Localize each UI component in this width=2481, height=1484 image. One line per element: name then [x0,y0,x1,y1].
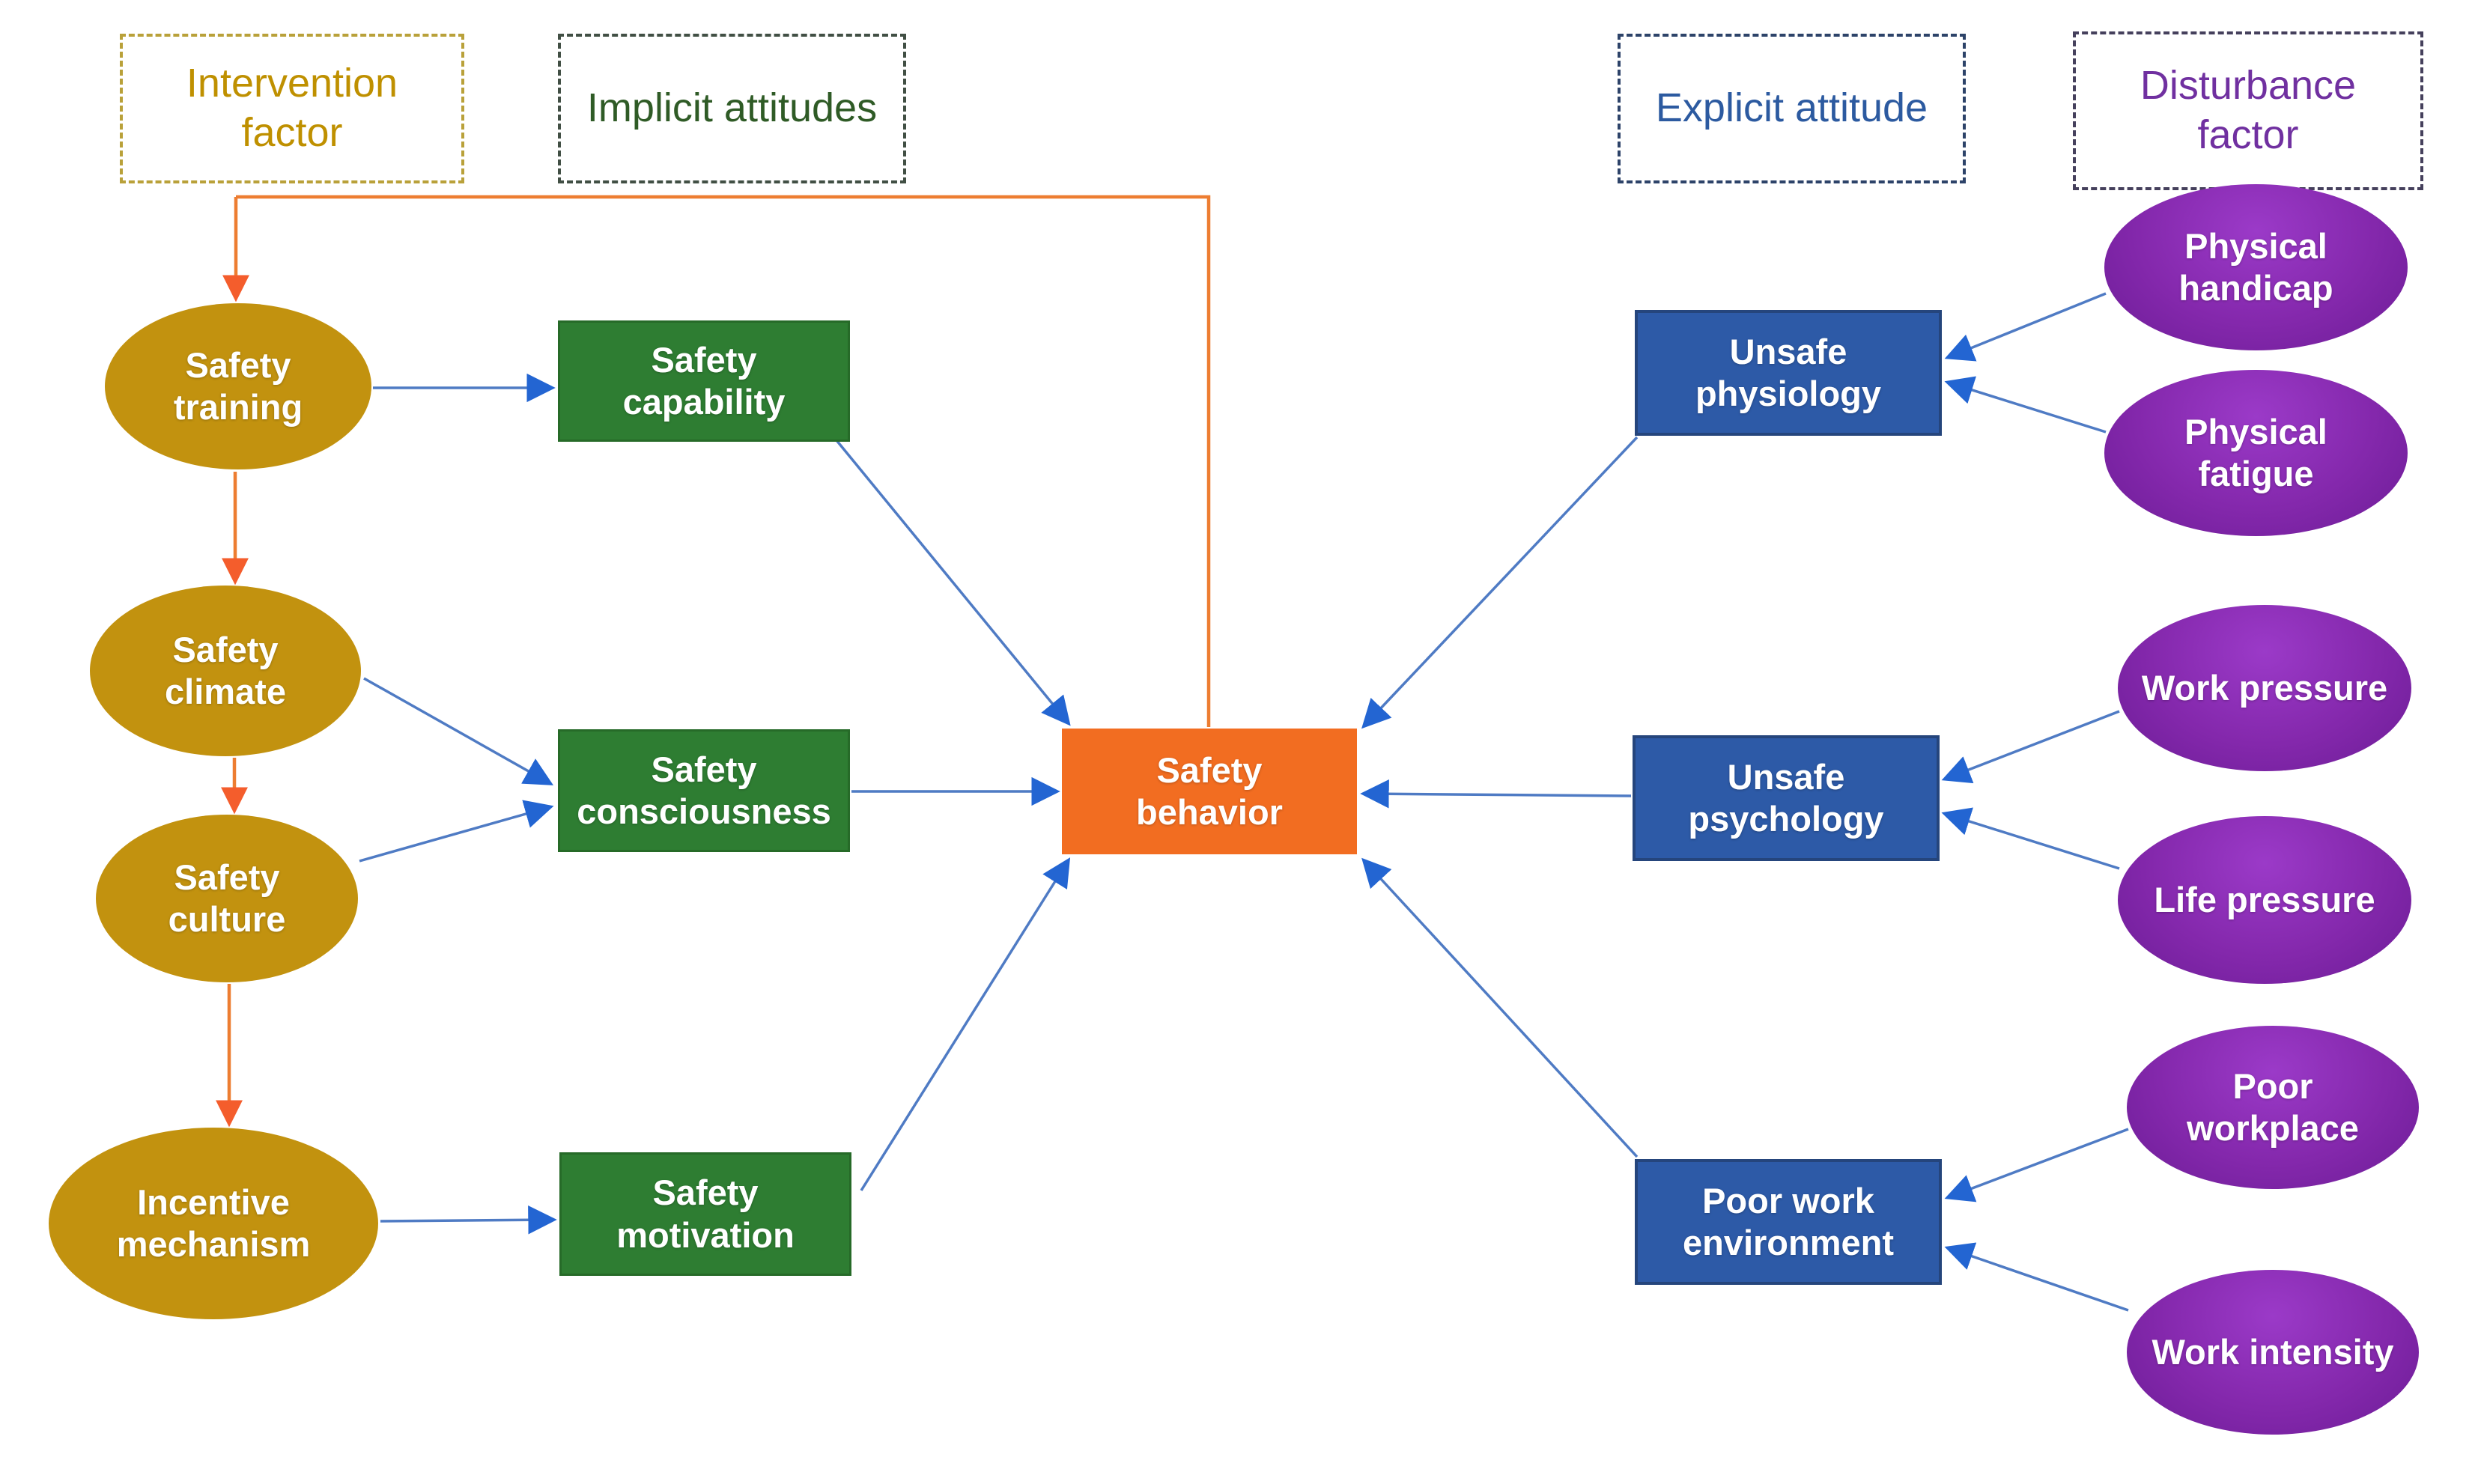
node-label: Life pressure [2154,879,2375,919]
node-safety-consciousness: Safety consciousness [558,729,850,852]
node-safety-culture: Safety culture [96,815,358,982]
node-label: Safety climate [165,629,286,711]
edge-intervention-route-to-safety-behavior [236,195,1211,727]
node-label: Poor work environment [1682,1180,1895,1262]
edge-safety-motivation-to-safety-behavior [860,857,1071,1191]
node-poor-work-environment: Poor work environment [1635,1159,1942,1285]
node-poor-workplace: Poor workplace [2127,1026,2419,1189]
node-label: Incentive mechanism [116,1182,311,1264]
node-work-intensity: Work intensity [2127,1270,2419,1435]
node-safety-training: Safety training [105,303,371,469]
node-life-pressure: Life pressure [2118,816,2411,984]
edge-poor-work-environment-to-safety-behavior [1361,857,1639,1158]
edge-work-pressure-to-unsafe-psychology [1941,710,2120,784]
header-intervention-factor: Intervention factor [120,34,464,183]
node-incentive-mechanism: Incentive mechanism [49,1128,378,1319]
edge-physical-fatigue-to-unsafe-physiology [1944,376,2107,434]
node-safety-climate: Safety climate [90,586,361,756]
edge-safety-climate-to-safety-consciousness [363,677,554,785]
edge-physical-handicap-to-unsafe-physiology [1944,292,2107,362]
node-label: Work intensity [2151,1331,2394,1372]
header-disturbance-factor: Disturbance factor [2073,31,2423,190]
node-label: Unsafe physiology [1695,331,1882,413]
node-label: Unsafe psychology [1688,756,1884,839]
node-label: Work pressure [2141,667,2388,708]
edge-work-intensity-to-poor-work-environment [1944,1242,2129,1312]
node-label: Safety motivation [616,1173,795,1255]
header-label: Intervention factor [186,61,398,155]
node-label: Safety capability [622,339,786,422]
node-label: Safety consciousness [577,749,831,831]
header-label: Disturbance factor [2140,63,2357,157]
node-safety-behavior: Safety behavior [1062,729,1357,854]
edge-incentive-mechanism-to-safety-motivation [380,1205,557,1235]
edge-life-pressure-to-unsafe-psychology [1941,807,2120,870]
node-label: Safety training [173,344,303,427]
header-label: Explicit attitude [1655,85,1928,131]
edge-poor-workplace-to-poor-work-environment [1944,1128,2129,1202]
node-label: Physical fatigue [2184,411,2327,493]
edge-safety-culture-to-safety-consciousness [359,800,554,863]
header-explicit-attitude: Explicit attitude [1618,34,1966,183]
node-label: Safety behavior [1136,749,1283,832]
node-label: Poor workplace [2187,1065,2359,1148]
node-label: Physical handicap [2178,225,2333,308]
node-safety-motivation: Safety motivation [559,1152,851,1276]
node-unsafe-psychology: Unsafe psychology [1633,735,1940,861]
node-safety-capability: Safety capability [558,320,850,442]
edge-safety-capability-to-safety-behavior [831,434,1071,726]
node-unsafe-physiology: Unsafe physiology [1635,310,1942,436]
header-implicit-attitudes: Implicit attitudes [558,34,906,183]
node-physical-fatigue: Physical fatigue [2104,370,2408,536]
node-label: Safety culture [168,857,286,939]
edge-unsafe-physiology-to-safety-behavior [1361,436,1639,729]
node-physical-handicap: Physical handicap [2104,184,2408,350]
edge-unsafe-psychology-to-safety-behavior [1360,779,1632,809]
header-label: Implicit attitudes [586,85,878,131]
node-work-pressure: Work pressure [2118,605,2411,771]
